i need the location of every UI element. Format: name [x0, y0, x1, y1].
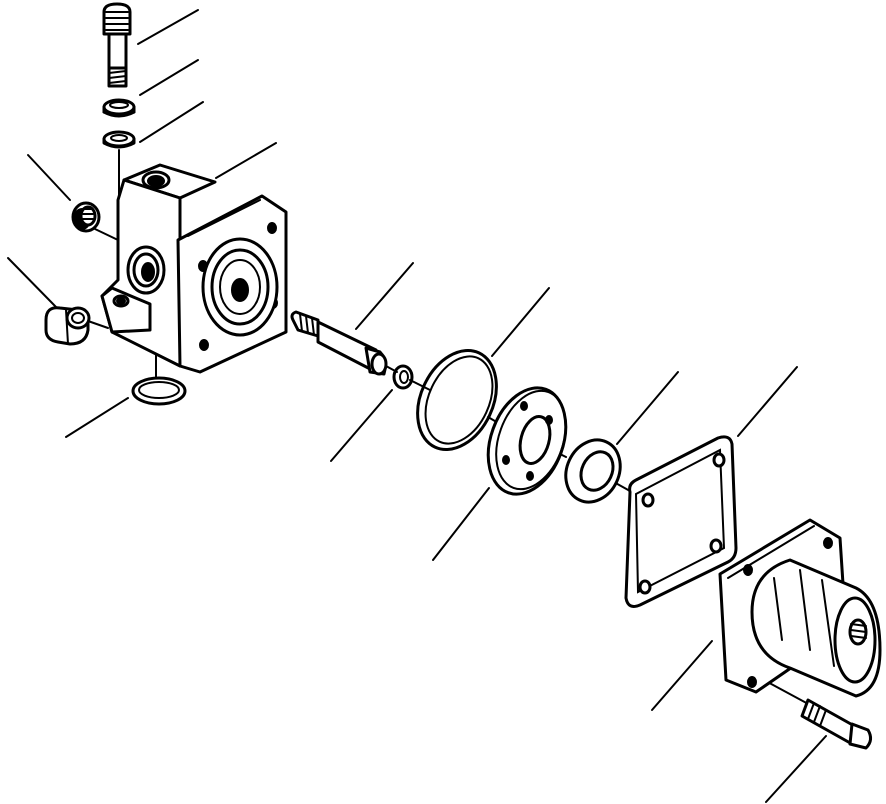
leader-gasket — [737, 366, 798, 437]
leader-large-o-ring — [491, 287, 550, 357]
leader-plug — [27, 154, 71, 201]
horizontal-axis-line-2 — [409, 379, 431, 391]
snap-ring — [102, 98, 136, 118]
leader-small-o-ring — [330, 389, 393, 462]
pin-shaft — [290, 310, 388, 376]
screw — [102, 2, 132, 88]
large-o-ring — [416, 348, 498, 452]
plate — [486, 386, 568, 496]
o-ring-bottom — [131, 376, 187, 406]
leader-screw — [137, 9, 199, 45]
leader-snap-ring — [139, 59, 199, 96]
drain-axis-line — [87, 320, 109, 329]
small-o-ring — [392, 364, 414, 390]
drain-plug — [44, 306, 91, 346]
leader-lines — [7, 9, 827, 803]
leader-bolt — [765, 735, 827, 803]
pump — [718, 518, 882, 698]
leader-o-ring-bottom — [65, 397, 129, 438]
washer — [102, 130, 136, 149]
leader-pump — [651, 640, 713, 711]
plug — [71, 201, 101, 233]
leader-plate — [432, 487, 490, 561]
valve-body — [100, 163, 288, 374]
leader-washer — [139, 101, 204, 143]
bolt — [800, 698, 873, 750]
seal-ring — [564, 438, 622, 504]
leader-pin-shaft — [355, 262, 414, 330]
leader-seal-ring — [616, 371, 679, 445]
leader-drain-plug — [7, 257, 57, 308]
gasket — [624, 435, 738, 608]
plug-axis-line — [94, 228, 119, 241]
leader-valve-body — [215, 142, 277, 179]
